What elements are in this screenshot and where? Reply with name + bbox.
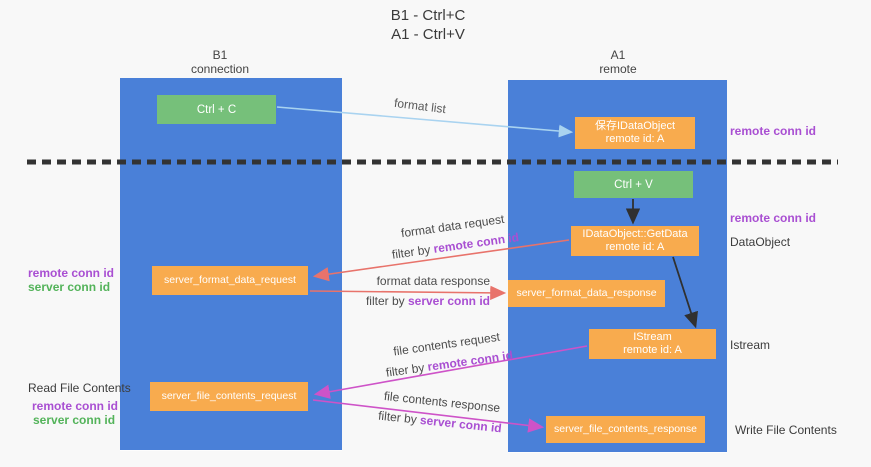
label-remote-conn-id-top: remote conn id — [730, 124, 817, 138]
label-left-remote-conn-id-2: remote conn id — [32, 399, 119, 413]
box-idataobject-getdata: IDataObject::GetData remote id: A — [571, 226, 699, 256]
server-format-data-request-label: server_format_data_request — [164, 274, 296, 286]
column-b1-role: connection — [190, 62, 250, 76]
box-server-file-contents-response: server_file_contents_response — [546, 416, 705, 443]
box-server-format-data-response: server_format_data_response — [508, 280, 665, 307]
column-a1-role: remote — [599, 62, 637, 76]
filter-by-text: filter by — [377, 408, 421, 427]
label-file-contents-response: file contents response filter by server … — [367, 387, 516, 436]
ctrl-c-label: Ctrl + C — [196, 103, 237, 116]
istream-line2: remote id: A — [623, 344, 682, 356]
filter-by-text: filter by — [365, 294, 408, 308]
box-ctrl-c: Ctrl + C — [157, 95, 276, 124]
column-a1-name: A1 — [610, 48, 626, 62]
label-dataobject: DataObject — [730, 235, 791, 249]
title-line-1: B1 - Ctrl+C — [390, 7, 466, 24]
save-idataobject-line2: remote id: A — [605, 133, 665, 145]
box-ctrl-v: Ctrl + V — [574, 171, 693, 198]
box-save-idataobject: 保存IDataObject remote id: A — [575, 117, 695, 149]
column-header-b1: B1 connection — [140, 48, 300, 76]
label-left-server-conn-id-2: server conn id — [33, 413, 116, 427]
server-conn-id-highlight: server conn id — [419, 412, 503, 436]
ctrl-v-label: Ctrl + V — [614, 178, 653, 191]
column-b1-name: B1 — [212, 48, 228, 62]
server-file-contents-request-label: server_file_contents_request — [161, 390, 297, 402]
label-write-file-contents: Write File Contents — [735, 423, 837, 437]
getdata-line1: IDataObject::GetData — [582, 228, 688, 240]
istream-line1: IStream — [633, 331, 672, 343]
label-istream: Istream — [730, 338, 771, 352]
format-data-response-filter: filter by server conn id — [352, 294, 490, 308]
getdata-line2: remote id: A — [605, 241, 665, 253]
box-server-file-contents-request: server_file_contents_request — [150, 382, 308, 411]
page-title: B1 - Ctrl+C A1 - Ctrl+V — [0, 6, 856, 44]
filter-by-text: filter by — [391, 242, 435, 262]
server-conn-id-highlight: server conn id — [407, 294, 490, 308]
box-server-format-data-request: server_format_data_request — [152, 266, 308, 295]
label-left-remote-conn-id-1: remote conn id — [28, 266, 115, 280]
server-file-contents-response-label: server_file_contents_response — [553, 423, 697, 435]
label-file-contents-request: file contents request filter by remote c… — [368, 326, 527, 381]
box-istream: IStream remote id: A — [589, 329, 716, 359]
label-remote-conn-id-mid: remote conn id — [730, 211, 817, 225]
label-format-list: format list — [393, 95, 447, 117]
title-line-2: A1 - Ctrl+V — [391, 26, 465, 43]
column-header-a1: A1 remote — [538, 48, 698, 76]
label-format-data-response: format data response filter by server co… — [352, 274, 490, 308]
server-format-data-response-label: server_format_data_response — [516, 287, 657, 299]
format-data-response-text: format data response — [376, 274, 490, 288]
save-idataobject-line1: 保存IDataObject — [594, 120, 676, 132]
label-left-server-conn-id-1: server conn id — [28, 280, 111, 294]
label-read-file-contents: Read File Contents — [28, 381, 131, 395]
filter-by-text: filter by — [385, 360, 429, 380]
